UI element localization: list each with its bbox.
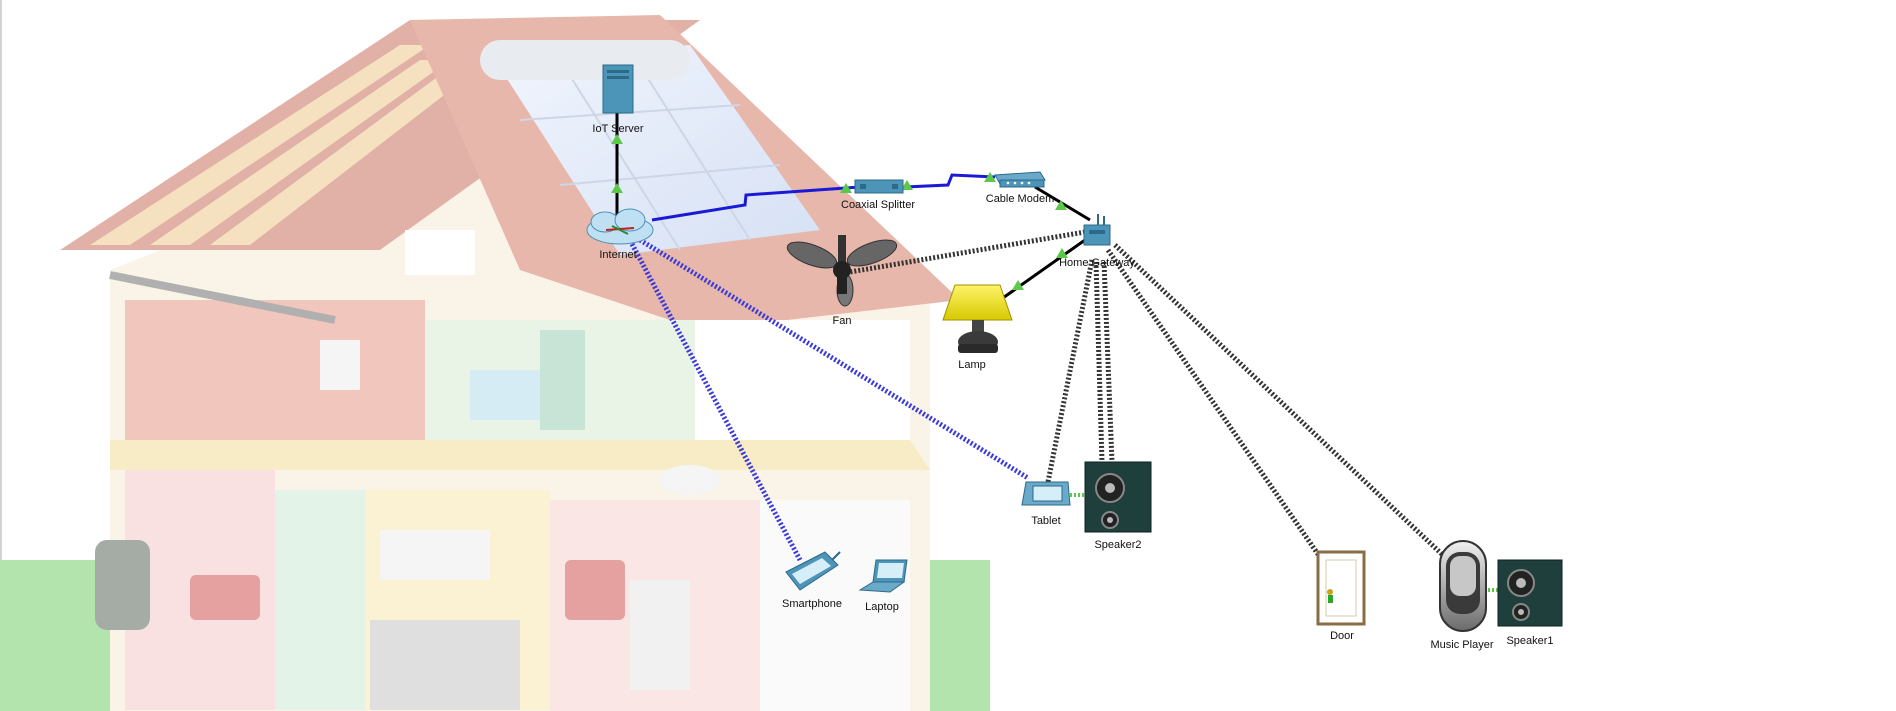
device-internet[interactable]: Internet xyxy=(586,208,654,261)
link-home-gateway-speaker2-a[interactable] xyxy=(1093,261,1105,463)
link-up-triangle-icon xyxy=(1055,200,1067,210)
lamp-icon xyxy=(942,284,1013,353)
device-smartphone[interactable]: Smartphone xyxy=(782,551,842,610)
link-up-triangle-icon xyxy=(611,183,623,193)
device-label-cable-modem: Cable Modem xyxy=(986,193,1054,205)
ceiling-fan-icon xyxy=(786,235,898,307)
link-status-indicators xyxy=(611,134,1068,290)
device-coaxial-splitter[interactable]: Coaxial Splitter xyxy=(841,179,915,211)
laptop-icon xyxy=(858,559,908,593)
link-home-gateway-tablet[interactable] xyxy=(1045,259,1095,483)
device-door[interactable]: Door xyxy=(1316,550,1366,642)
device-label-lamp: Lamp xyxy=(958,359,986,371)
device-label-door: Door xyxy=(1330,630,1354,642)
device-cable-modem[interactable]: Cable Modem xyxy=(986,171,1054,205)
device-music-player[interactable]: Music Player xyxy=(1431,540,1494,651)
device-lamp[interactable]: Lamp xyxy=(942,284,1013,371)
device-speaker2[interactable]: Speaker2 xyxy=(1084,461,1152,551)
device-home-gateway[interactable]: Home Gateway xyxy=(1059,214,1135,269)
device-label-speaker1: Speaker1 xyxy=(1506,635,1553,647)
music-player-icon xyxy=(1439,540,1487,632)
speaker-icon xyxy=(1497,559,1563,627)
link-up-triangle-icon xyxy=(984,172,996,182)
door-icon xyxy=(1316,550,1366,626)
speaker-icon xyxy=(1084,461,1152,533)
link-coaxial-splitter-cable-modem[interactable] xyxy=(904,173,996,189)
device-label-tablet: Tablet xyxy=(1031,515,1060,527)
device-iot-server[interactable]: IoT Server xyxy=(592,64,644,135)
links-layer xyxy=(615,110,1500,592)
device-label-fan: Fan xyxy=(833,315,852,327)
server-icon xyxy=(602,64,634,114)
link-up-triangle-icon xyxy=(901,180,913,190)
device-speaker1[interactable]: Speaker1 xyxy=(1497,559,1563,647)
modem-icon xyxy=(994,171,1046,188)
gateway-icon xyxy=(1083,214,1111,246)
smartphone-icon xyxy=(785,551,841,591)
device-label-music-player: Music Player xyxy=(1431,639,1494,651)
device-laptop[interactable]: Laptop xyxy=(858,559,908,613)
device-fan[interactable]: Fan xyxy=(784,235,900,327)
device-label-home-gateway: Home Gateway xyxy=(1059,257,1135,269)
link-home-gateway-lamp[interactable] xyxy=(999,238,1086,302)
link-up-triangle-icon xyxy=(840,183,852,193)
link-home-gateway-music-player[interactable] xyxy=(1113,243,1450,562)
device-label-coaxial-splitter: Coaxial Splitter xyxy=(841,199,915,211)
cloud-icon xyxy=(586,208,654,245)
device-label-smartphone: Smartphone xyxy=(782,598,842,610)
device-label-speaker2: Speaker2 xyxy=(1094,539,1141,551)
device-label-iot-server: IoT Server xyxy=(592,123,643,135)
link-internet-coaxial-splitter[interactable] xyxy=(651,185,861,222)
splitter-icon xyxy=(854,179,904,194)
device-label-laptop: Laptop xyxy=(865,601,899,613)
link-home-gateway-door[interactable] xyxy=(1105,248,1325,562)
link-up-triangle-icon xyxy=(611,134,623,144)
link-up-triangle-icon xyxy=(1012,280,1024,290)
link-home-gateway-speaker2-b[interactable] xyxy=(1101,261,1115,463)
link-up-triangle-icon xyxy=(1056,248,1068,258)
device-label-internet: Internet xyxy=(599,249,636,261)
device-tablet[interactable]: Tablet xyxy=(1021,481,1071,527)
tablet-icon xyxy=(1021,481,1071,506)
